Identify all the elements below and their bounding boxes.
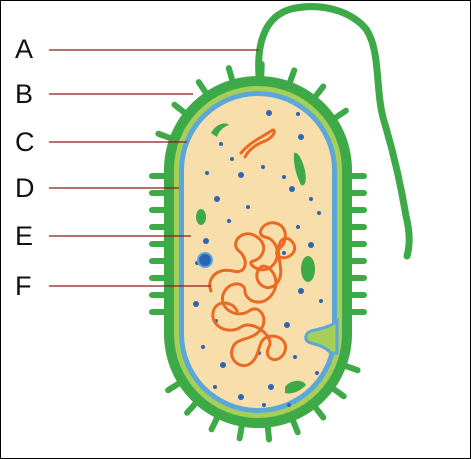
ribosome (298, 134, 304, 140)
ribosome (219, 142, 223, 146)
ribosome (282, 251, 286, 255)
ribosome (266, 110, 272, 116)
ribosome (214, 196, 220, 202)
pilus (212, 418, 217, 429)
pilus (336, 111, 346, 118)
label-e: E (15, 221, 33, 251)
pilus (158, 134, 169, 138)
pilus (174, 105, 183, 112)
ribosome (315, 371, 319, 375)
ribosome (282, 175, 286, 179)
ribosome (262, 403, 266, 407)
ribosome (238, 172, 244, 178)
ribosome (213, 385, 217, 389)
pilus (293, 421, 297, 432)
label-f: F (15, 271, 32, 301)
ribosome (317, 211, 321, 215)
ribosome (238, 394, 244, 400)
ribosome (296, 225, 300, 229)
ribosome (284, 322, 290, 328)
ribosome (220, 362, 226, 368)
ribosome (227, 219, 231, 223)
ribosome (293, 355, 297, 359)
pilus (268, 427, 269, 439)
label-d: D (15, 173, 35, 203)
inclusion (301, 256, 315, 282)
pilus (187, 404, 195, 413)
ribosome (205, 171, 209, 175)
ribosome (201, 345, 205, 349)
ribosome (319, 299, 323, 303)
label-c: C (15, 127, 35, 157)
inclusion (196, 209, 206, 225)
pilus (168, 384, 178, 390)
ribosome (308, 242, 314, 248)
label-b: B (15, 79, 33, 109)
pilus (346, 366, 357, 370)
ribosome (268, 384, 274, 390)
ribosome (230, 157, 234, 161)
pilus (229, 68, 232, 80)
pilus (240, 427, 242, 439)
ribosome (193, 301, 199, 307)
pilus (199, 82, 206, 92)
ribosome (296, 112, 300, 116)
pilus (334, 389, 344, 396)
labels: A B C D E F (15, 34, 35, 301)
ribosome (298, 288, 304, 294)
ribosome (289, 186, 295, 192)
pilus (290, 70, 294, 81)
granule (198, 253, 212, 267)
ribosome (287, 403, 291, 407)
ribosome (261, 165, 265, 169)
ribosome (309, 197, 313, 201)
label-a: A (15, 34, 33, 64)
pilus (316, 86, 323, 95)
ribosome (246, 205, 250, 209)
pilus (316, 408, 323, 417)
ribosome (203, 238, 209, 244)
